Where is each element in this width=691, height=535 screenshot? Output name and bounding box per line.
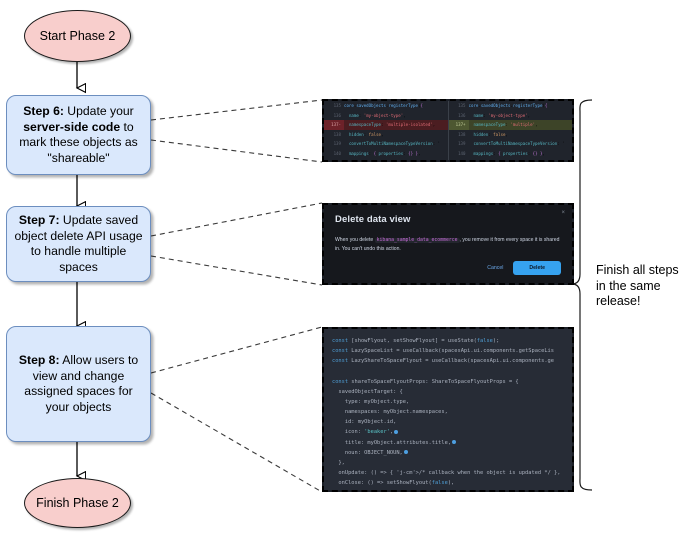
diff-line: 138 hidden: false,	[324, 130, 448, 140]
jsx-code-block: const [showFlyout, setShowFlyout] = useS…	[324, 329, 572, 490]
dialog-title: Delete data view	[335, 214, 411, 225]
code-line: namespaces: myObject.namespaces,	[332, 409, 448, 416]
diff-line: 138 hidden: false,	[449, 130, 573, 140]
code-line	[332, 366, 572, 376]
diff-line-number: 138	[333, 131, 341, 137]
diff-line-number: 140	[458, 150, 466, 156]
step-8-body: Allow users to view and change assigned …	[24, 353, 139, 414]
step-8-prefix: Step 8:	[18, 353, 60, 367]
code-line: const LazySpaceList = useCallback(spaces…	[332, 348, 554, 355]
code-line: type: myObject.type,	[332, 398, 410, 405]
diff-line-code: core.savedObjects.registerType({	[468, 103, 548, 108]
diff-line: 140 mappings: { properties: {} },	[324, 149, 448, 159]
diff-line-code: name: 'my-object-type',	[348, 112, 406, 118]
diff-line-number: 137+	[448, 120, 469, 130]
diff-line-number: 139	[458, 141, 466, 147]
start-label: Start Phase 2	[39, 29, 116, 43]
code-line: },	[332, 459, 345, 466]
diff-line-code: mappings: { properties: {} },	[473, 150, 545, 156]
code-line: title: myObject.attributes.title,	[332, 438, 572, 448]
diff-line-number: 136	[458, 112, 466, 118]
cancel-button[interactable]: Cancel	[487, 265, 504, 271]
diff-line: 141});	[449, 159, 573, 160]
diff-line-code: name: 'my-object-type',	[473, 112, 531, 118]
step-7-body: Update saved object delete API usage to …	[14, 213, 143, 274]
finish-label: Finish Phase 2	[36, 496, 119, 510]
close-icon[interactable]: ×	[561, 210, 565, 216]
diff-line: 141});	[324, 159, 448, 160]
diff-line: 137- namespaceType: 'multiple-isolated',	[324, 120, 448, 130]
diff-line-number: 138	[458, 131, 466, 137]
diff-line-number: 141	[449, 159, 469, 160]
diff-line-code: });	[469, 159, 573, 160]
diff-line: 136 name: 'my-object-type',	[324, 111, 448, 121]
diff-line: 136 name: 'my-object-type',	[449, 111, 573, 121]
code-line: onClose: () => setShowFlyout(false),	[332, 480, 455, 487]
step-8-box: Step 8: Allow users to view and change a…	[6, 326, 151, 442]
dialog-body: When you delete kibana_sample_data_ecomm…	[335, 236, 561, 253]
step-8-text: Step 8: Allow users to view and change a…	[12, 353, 145, 415]
diff-line-code: hidden: false,	[473, 131, 508, 137]
delete-button[interactable]: Delete	[513, 261, 561, 275]
finish-terminator: Finish Phase 2	[24, 478, 131, 528]
code-line: icon: 'beaker',	[332, 427, 572, 437]
diff-line: 137+ namespaceType: 'multiple',	[448, 120, 572, 130]
code-line: id: myObject.id,	[332, 419, 397, 426]
diff-line-number: 141	[324, 159, 344, 160]
diff-line-number: 139	[333, 141, 341, 147]
step-6-body-a: Update your	[63, 104, 134, 118]
delete-data-view-dialog: × Delete data view When you delete kiban…	[324, 205, 572, 283]
step-6-box: Step 6: Update your server-side code to …	[6, 95, 151, 175]
diff-line-code: core.savedObjects.registerType({	[344, 103, 423, 108]
step-6-body-b: to mark these objects as "shareable"	[19, 119, 138, 165]
start-terminator: Start Phase 2	[24, 10, 131, 62]
diff-line: 139 convertToMultiNamespaceTypeVersion: …	[324, 139, 448, 149]
step-7-box: Step 7: Update saved object delete API u…	[6, 206, 151, 282]
code-line: noun: OBJECT_NOUN,	[332, 448, 572, 458]
diff-line-code: mappings: { properties: {} },	[348, 150, 421, 156]
bracket-note: Finish all steps in the same release!	[596, 263, 679, 308]
diff-line-code: });	[344, 159, 448, 160]
delete-dialog-screenshot: × Delete data view When you delete kiban…	[322, 203, 574, 285]
diff-line-code: hidden: false,	[348, 131, 384, 137]
step-6-emphasis: server-side code	[23, 119, 121, 134]
diff-line-number: 135	[333, 103, 341, 108]
dialog-body-before: When you delete	[335, 237, 375, 243]
diff-line-code: namespaceType: 'multiple',	[473, 122, 538, 128]
diff-line-code: convertToMultiNamespaceTypeVersion: '	[348, 141, 441, 147]
dialog-body-after: , you remove it from every space it is s…	[335, 237, 560, 253]
share-to-space-code-screenshot: const [showFlyout, setShowFlyout] = useS…	[322, 327, 574, 492]
code-line: };	[332, 488, 572, 490]
code-line: savedObjectTarget: {	[332, 388, 403, 395]
step-6-prefix: Step 6:	[23, 104, 64, 118]
code-line: const [showFlyout, setShowFlyout] = useS…	[332, 338, 500, 344]
diff-line: 140 mappings: { properties: {} },	[449, 149, 573, 159]
code-line: const shareToSpaceFlyoutProps: ShareToSp…	[332, 378, 519, 385]
diff-line-code: namespaceType: 'multiple-isolated',	[348, 122, 436, 128]
dialog-object-name: kibana_sample_data_ecommerce	[374, 238, 460, 243]
diff-line: 139 convertToMultiNamespaceTypeVersion: …	[449, 139, 573, 149]
dialog-actions: Cancel Delete	[487, 261, 561, 275]
diff-line-number: 137-	[324, 120, 344, 130]
step-7-text: Step 7: Update saved object delete API u…	[12, 213, 145, 275]
diff-line-number: 136	[333, 112, 341, 118]
code-line: const LazyShareToSpaceFlyout = useCallba…	[332, 358, 554, 365]
step-7-prefix: Step 7:	[18, 213, 60, 227]
step-6-text: Step 6: Update your server-side code to …	[12, 104, 145, 166]
diff-line-number: 140	[333, 150, 341, 156]
diff-line-number: 135	[458, 103, 466, 108]
diff-line-code: convertToMultiNamespaceTypeVersion: '	[473, 141, 565, 147]
code-line: onUpdate: () => { 'j-cm'>/* callback whe…	[332, 470, 561, 477]
